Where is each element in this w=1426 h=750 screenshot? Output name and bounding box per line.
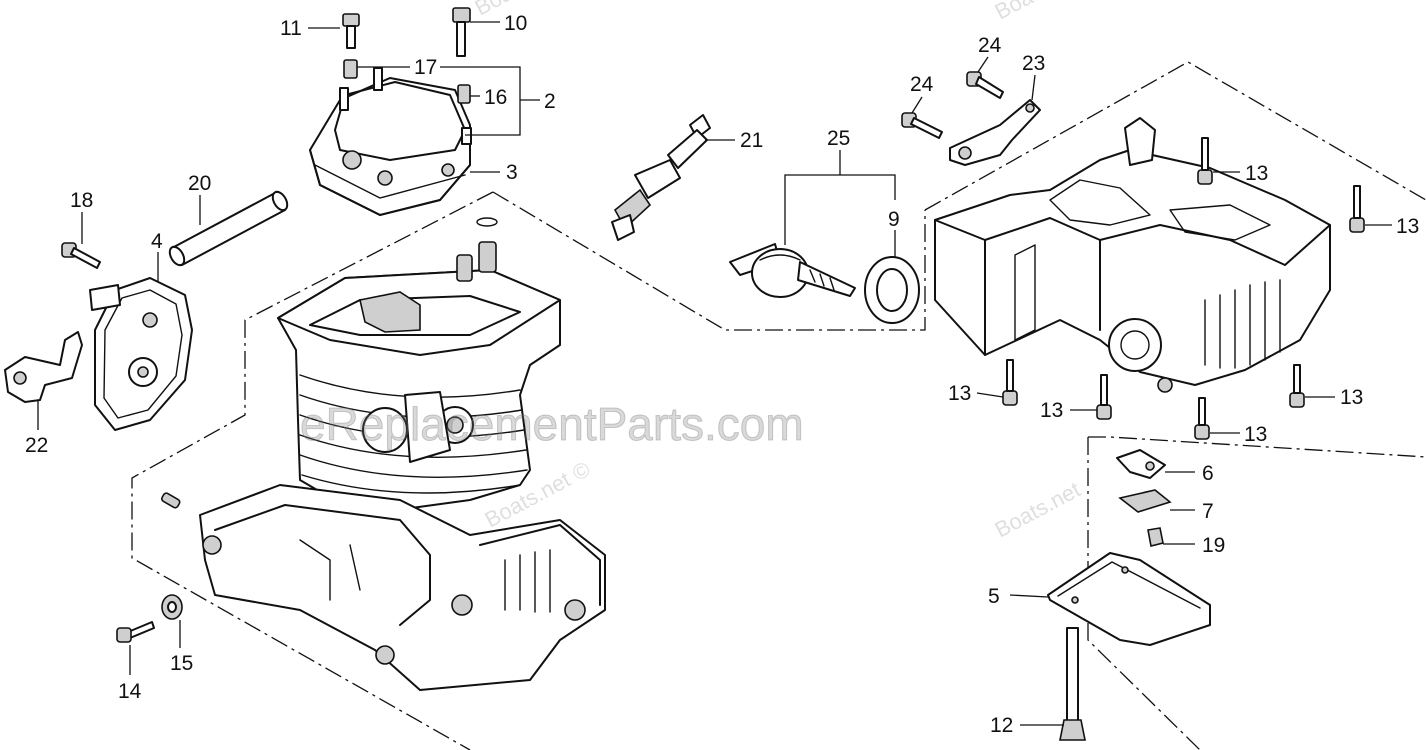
bolts-24 <box>901 71 1004 139</box>
bolt-14-washer-15 <box>116 594 183 643</box>
bracket-22 <box>4 331 83 403</box>
part-label-25: 25 <box>827 127 850 150</box>
part-label-24-right: 24 <box>978 34 1002 57</box>
crankcase-left <box>161 484 606 691</box>
part-label-13-b: 13 <box>1396 215 1419 238</box>
part-label-12: 12 <box>990 714 1013 737</box>
part-label-23: 23 <box>1022 52 1045 75</box>
part-label-13-f: 13 <box>1340 386 1363 409</box>
part-label-10: 10 <box>504 12 527 35</box>
part-label-19: 19 <box>1202 534 1225 557</box>
part-label-9: 9 <box>888 208 900 231</box>
part-label-14: 14 <box>118 680 142 703</box>
oil-seal-9 <box>864 256 920 324</box>
part-label-3: 3 <box>506 161 518 184</box>
part-label-21: 21 <box>740 129 763 152</box>
part-label-20: 20 <box>188 172 211 195</box>
part-label-15: 15 <box>170 652 193 675</box>
leader-lines <box>37 21 1392 726</box>
dowel-pins <box>343 59 471 104</box>
stud-12 <box>1059 627 1086 741</box>
part-label-13-d: 13 <box>1040 399 1063 422</box>
bracket-23 <box>949 99 1041 166</box>
part-label-5: 5 <box>988 585 1000 608</box>
watermark-ereplacementparts: eReplacementParts.com <box>300 398 804 450</box>
part-label-18: 18 <box>70 189 93 212</box>
part-label-22: 22 <box>25 434 48 457</box>
crankcase-right <box>934 117 1331 393</box>
oil-filler-cap-25 <box>729 243 856 298</box>
watermark-boats-2: Boats.net <box>991 477 1085 543</box>
part-label-6: 6 <box>1202 462 1214 485</box>
part-label-24-left: 24 <box>910 73 934 96</box>
block-dowels <box>456 217 498 282</box>
part-label-13-c: 13 <box>948 382 971 405</box>
part-labels: 11 10 17 16 2 3 18 20 4 22 21 25 9 24 24… <box>25 12 1419 737</box>
watermark-boats-3: Boats.net © <box>991 0 1105 24</box>
part-label-7: 7 <box>1202 500 1214 523</box>
cover-plate-5 <box>1047 552 1211 646</box>
tube-20 <box>168 190 289 267</box>
part-label-13-a: 13 <box>1245 162 1268 185</box>
part-label-4: 4 <box>151 230 163 253</box>
breather-parts <box>1116 449 1172 547</box>
part-label-13-e: 13 <box>1244 423 1267 446</box>
bolts-13 <box>1002 137 1365 440</box>
part-label-17: 17 <box>414 56 437 79</box>
spark-plug-21 <box>611 114 711 241</box>
part-label-11: 11 <box>280 17 302 40</box>
group-boundaries <box>131 61 1426 750</box>
bolt-18 <box>61 242 101 269</box>
gear-cover-4 <box>89 277 193 431</box>
cylinder-head-cover <box>309 67 472 216</box>
part-label-16: 16 <box>484 86 507 109</box>
part-label-2: 2 <box>544 90 556 113</box>
cylinder-block <box>277 269 561 516</box>
cover-bolts <box>342 7 471 57</box>
